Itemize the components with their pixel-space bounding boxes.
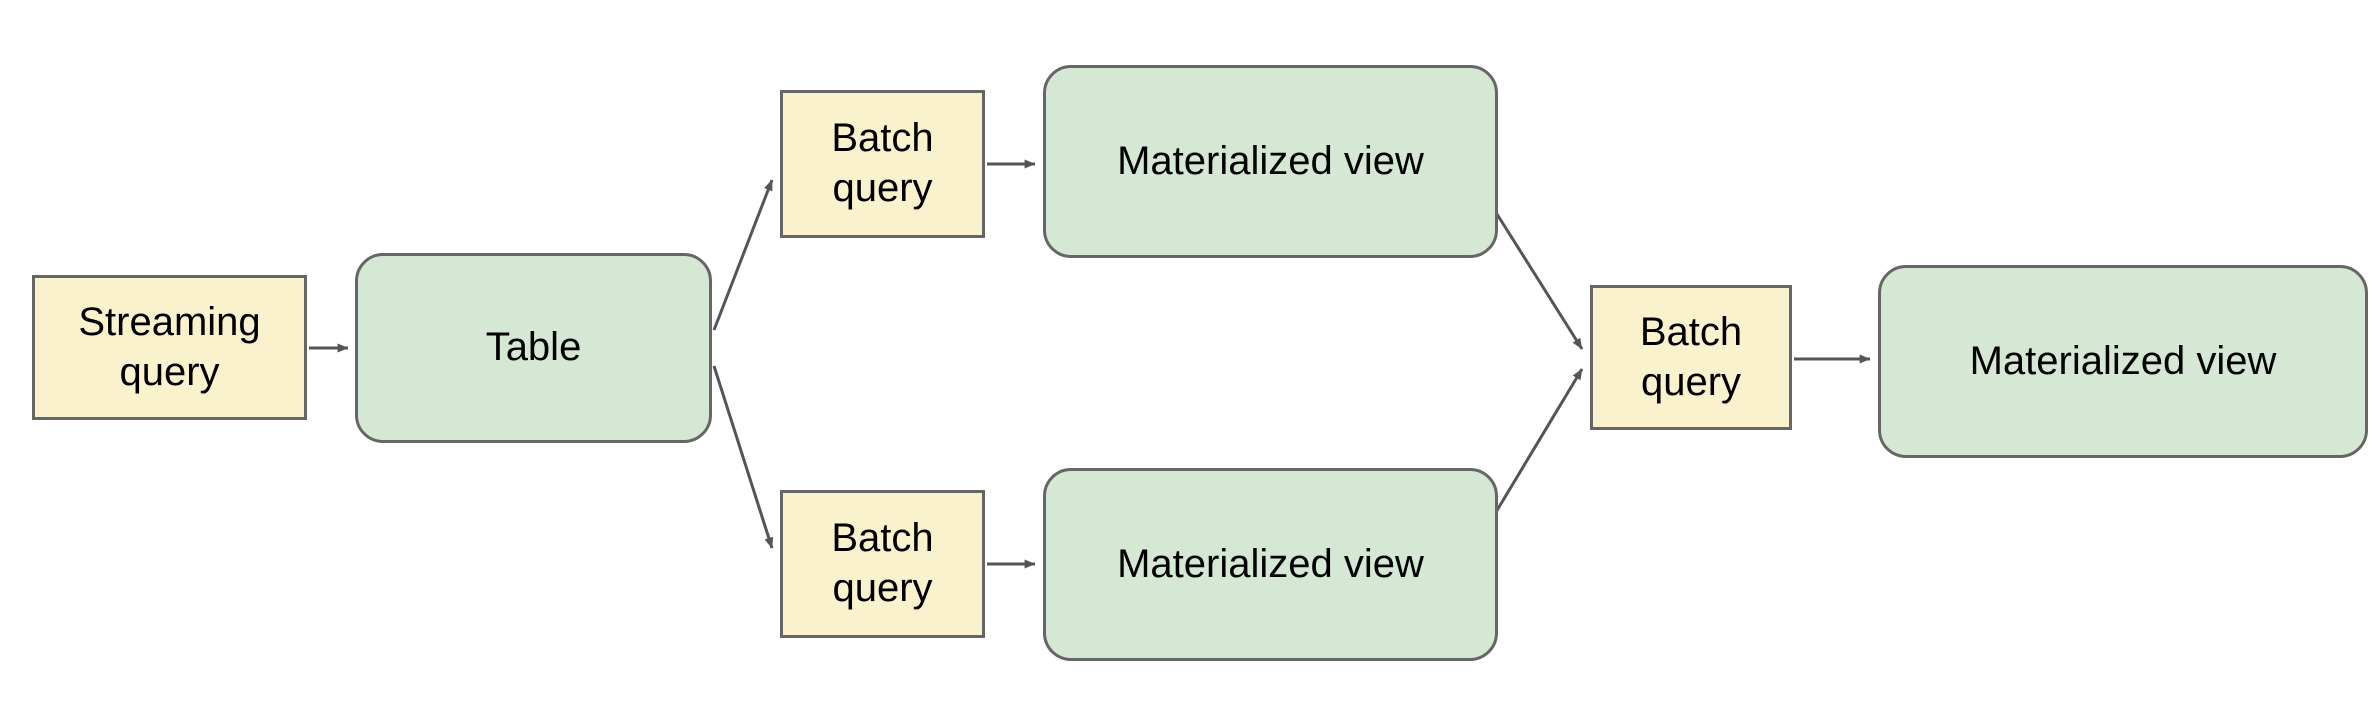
node-batch-query-bottom[interactable]: Batch query xyxy=(780,490,985,638)
node-batch-query-top[interactable]: Batch query xyxy=(780,90,985,238)
edge-mv-top-to-batch-center xyxy=(1488,202,1584,350)
edge-table-to-batch-bottom xyxy=(712,365,774,549)
edge-mv-bottom-to-batch-center xyxy=(1488,368,1584,523)
node-batch-query-center[interactable]: Batch query xyxy=(1590,285,1792,430)
node-materialized-view-top[interactable]: Materialized view xyxy=(1043,65,1498,258)
node-materialized-view-right[interactable]: Materialized view xyxy=(1878,265,2368,458)
node-materialized-view-bottom[interactable]: Materialized view xyxy=(1043,468,1498,661)
node-streaming-query[interactable]: Streaming query xyxy=(32,275,307,420)
edge-table-to-batch-top xyxy=(712,179,774,331)
node-table[interactable]: Table xyxy=(355,253,712,443)
